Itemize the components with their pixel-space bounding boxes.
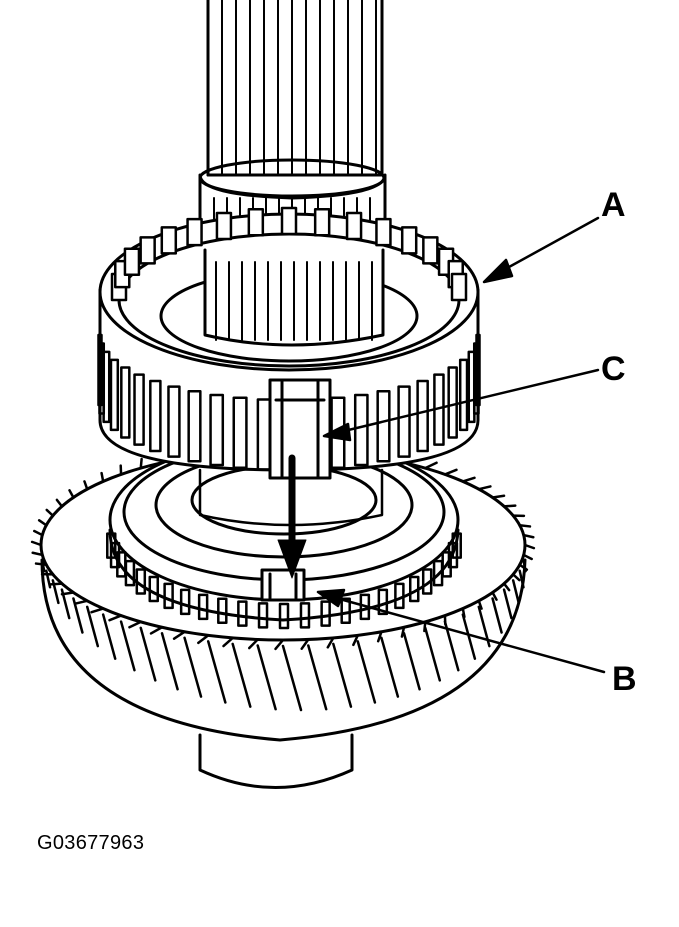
leader-lines <box>316 216 606 674</box>
figure-id: G03677963 <box>37 832 145 854</box>
callout-label-c: C <box>601 350 626 388</box>
callout-label-a: A <box>601 186 626 224</box>
synchro-sleeve <box>97 206 481 480</box>
lower-shaft-stub <box>198 733 354 789</box>
callout-label-b: B <box>612 660 637 698</box>
alignment-arrow <box>277 454 307 579</box>
synchro-hub <box>106 438 462 630</box>
